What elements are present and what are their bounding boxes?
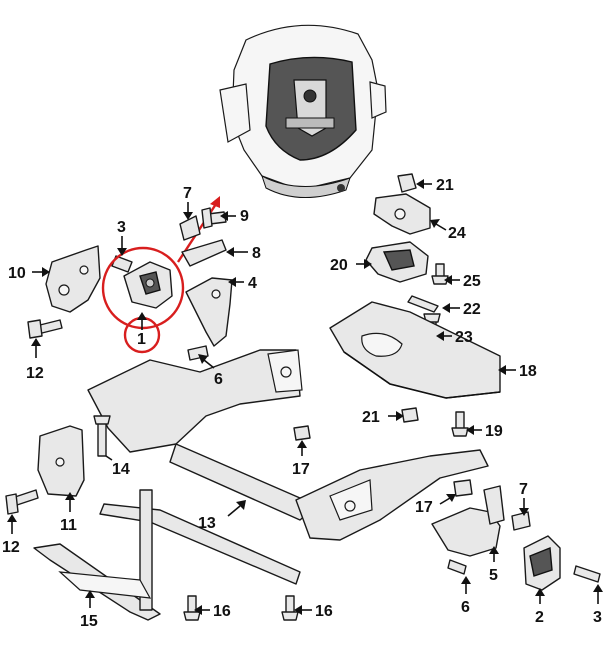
part-1-mount [123, 261, 173, 309]
part-13-subframe [87, 349, 489, 541]
part-9-bolt [201, 207, 227, 229]
callout-18: 18 [519, 363, 537, 380]
callout-19: 19 [485, 423, 503, 440]
part-18-crossmember [329, 301, 501, 399]
callout-5: 5 [489, 567, 498, 584]
callout-14: 14 [112, 461, 130, 478]
part-19-bolt [451, 411, 469, 437]
callout-3-lower: 3 [593, 609, 602, 626]
callout-21-top: 21 [436, 177, 454, 194]
callout-21-lower: 21 [362, 409, 380, 426]
leader-lines [7, 179, 603, 615]
callout-2: 2 [535, 609, 544, 626]
part-4-bracket [185, 277, 233, 347]
part-11-bracket [37, 425, 85, 497]
callout-20: 20 [330, 257, 348, 274]
callout-3-top: 3 [117, 219, 126, 236]
callout-6-upper: 6 [214, 371, 223, 388]
callout-1: 1 [137, 331, 146, 348]
callout-4: 4 [248, 275, 257, 292]
part-25-bolt [431, 263, 449, 285]
callout-16-left: 16 [213, 603, 231, 620]
callout-15: 15 [80, 613, 98, 630]
callout-17-upper: 17 [292, 461, 310, 478]
part-16-bolt-right [281, 595, 299, 621]
part-14-bolt [93, 415, 111, 457]
callout-17-lower: 17 [415, 499, 433, 516]
part-5-bracket [431, 485, 505, 557]
part-21-nut-top [397, 173, 417, 193]
part-7-clip-lower [511, 511, 531, 531]
part-16-bolt-left [183, 595, 201, 621]
highlight-circle-large [101, 246, 185, 330]
part-22-bolt [407, 295, 439, 313]
callout-23: 23 [455, 329, 473, 346]
callout-12-upper: 12 [26, 365, 44, 382]
callout-12-lower: 12 [2, 539, 20, 556]
callout-13: 13 [198, 515, 216, 532]
callout-8: 8 [252, 245, 261, 262]
part-17-clip-lower [453, 479, 473, 497]
callout-7-top: 7 [183, 185, 192, 202]
part-12-bolt-upper [27, 319, 63, 339]
callout-22: 22 [463, 301, 481, 318]
part-3-bolt-lower [573, 565, 601, 583]
part-20-mount [365, 241, 429, 283]
highlight-arrow-head [210, 196, 220, 208]
part-8-bracket [181, 239, 227, 267]
callout-24: 24 [448, 225, 466, 242]
callout-16-right: 16 [315, 603, 333, 620]
part-12-bolt-lower [5, 489, 39, 515]
callout-labels: 7 9 3 8 10 4 12 6 21 24 20 25 22 23 18 2… [2, 177, 602, 630]
callout-25: 25 [463, 273, 481, 290]
part-17-clip-upper [293, 425, 311, 441]
callout-6-lower: 6 [461, 599, 470, 616]
part-2-mount [523, 535, 561, 591]
callout-11: 11 [60, 517, 77, 534]
callout-9: 9 [240, 208, 249, 225]
callout-7-lower: 7 [519, 481, 528, 498]
callout-10: 10 [8, 265, 26, 282]
part-7-clip-top [179, 215, 201, 241]
engine-mount-photo [219, 24, 387, 198]
part-15-brace [33, 489, 301, 621]
part-21-nut-lower [401, 407, 419, 423]
part-6-bolt-lower [447, 559, 467, 575]
part-24-bracket [373, 193, 431, 235]
part-10-bracket [45, 245, 101, 313]
